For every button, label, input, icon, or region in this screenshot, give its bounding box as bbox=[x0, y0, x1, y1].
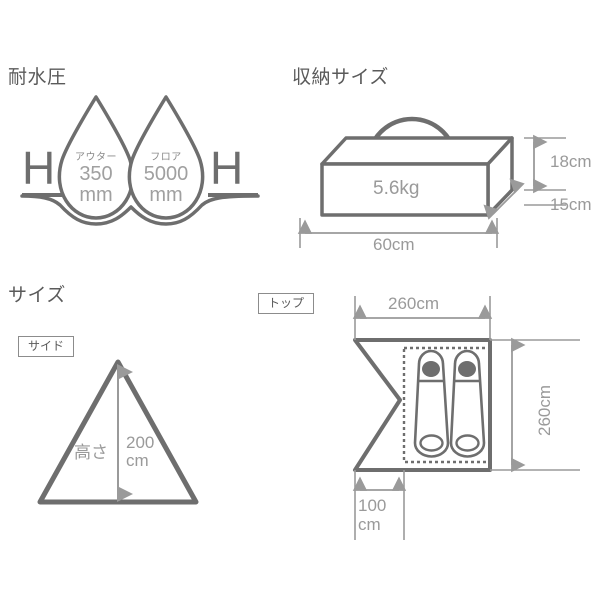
droplet-outer-label: アウター 350 mm bbox=[56, 148, 136, 205]
sleeping-bag-head-1 bbox=[422, 361, 440, 377]
sleeping-bag-foot-1 bbox=[419, 434, 444, 452]
pressure-unit-h-right: H bbox=[210, 142, 244, 194]
storage-height-dimension: 18cm bbox=[550, 152, 592, 171]
top-porch-value: 100 bbox=[358, 496, 387, 515]
side-height-unit: cm bbox=[126, 451, 149, 470]
droplet-outer-name: アウター bbox=[75, 152, 117, 163]
section-title-size: サイズ bbox=[8, 285, 66, 306]
droplet-outer-shape bbox=[57, 95, 135, 220]
view-badge-side: サイド bbox=[18, 336, 75, 357]
sleeping-bag-outline-1 bbox=[413, 349, 450, 458]
water-surface-line bbox=[20, 194, 260, 226]
storage-depth-dimension: 15cm bbox=[550, 195, 592, 214]
inner-tent-dotted-boundary bbox=[402, 346, 492, 464]
droplet-floor-value: 5000 bbox=[143, 163, 189, 185]
top-depth-dimension: 260cm bbox=[535, 384, 554, 436]
top-width-dimension: 260cm bbox=[388, 294, 440, 313]
view-badge-top: トップ bbox=[258, 293, 315, 314]
droplet-floor-shape bbox=[127, 95, 205, 220]
side-height-label: 高さ bbox=[74, 443, 108, 462]
sleeping-bag-foot-2 bbox=[455, 434, 480, 452]
sleeping-bag-outline-2 bbox=[449, 349, 486, 458]
sleeping-bag-head-2 bbox=[458, 361, 476, 377]
side-height-value: 200 bbox=[126, 433, 155, 452]
droplet-floor-name: フロア bbox=[150, 152, 182, 163]
section-title-waterproof: 耐水圧 bbox=[8, 67, 67, 88]
top-porch-unit: cm bbox=[358, 515, 381, 534]
droplet-outer-unit: mm bbox=[79, 184, 113, 207]
section-title-storage: 収納サイズ bbox=[292, 67, 389, 88]
droplet-floor-unit: mm bbox=[149, 184, 183, 207]
droplet-floor-label: フロア 5000 mm bbox=[126, 148, 206, 205]
dim-arrow-15 bbox=[483, 178, 525, 220]
pressure-unit-h-left: H bbox=[22, 142, 56, 194]
droplet-outer-value: 350 bbox=[79, 163, 113, 185]
storage-width-dimension: 60cm bbox=[373, 235, 415, 254]
storage-weight-value: 5.6kg bbox=[373, 178, 420, 199]
